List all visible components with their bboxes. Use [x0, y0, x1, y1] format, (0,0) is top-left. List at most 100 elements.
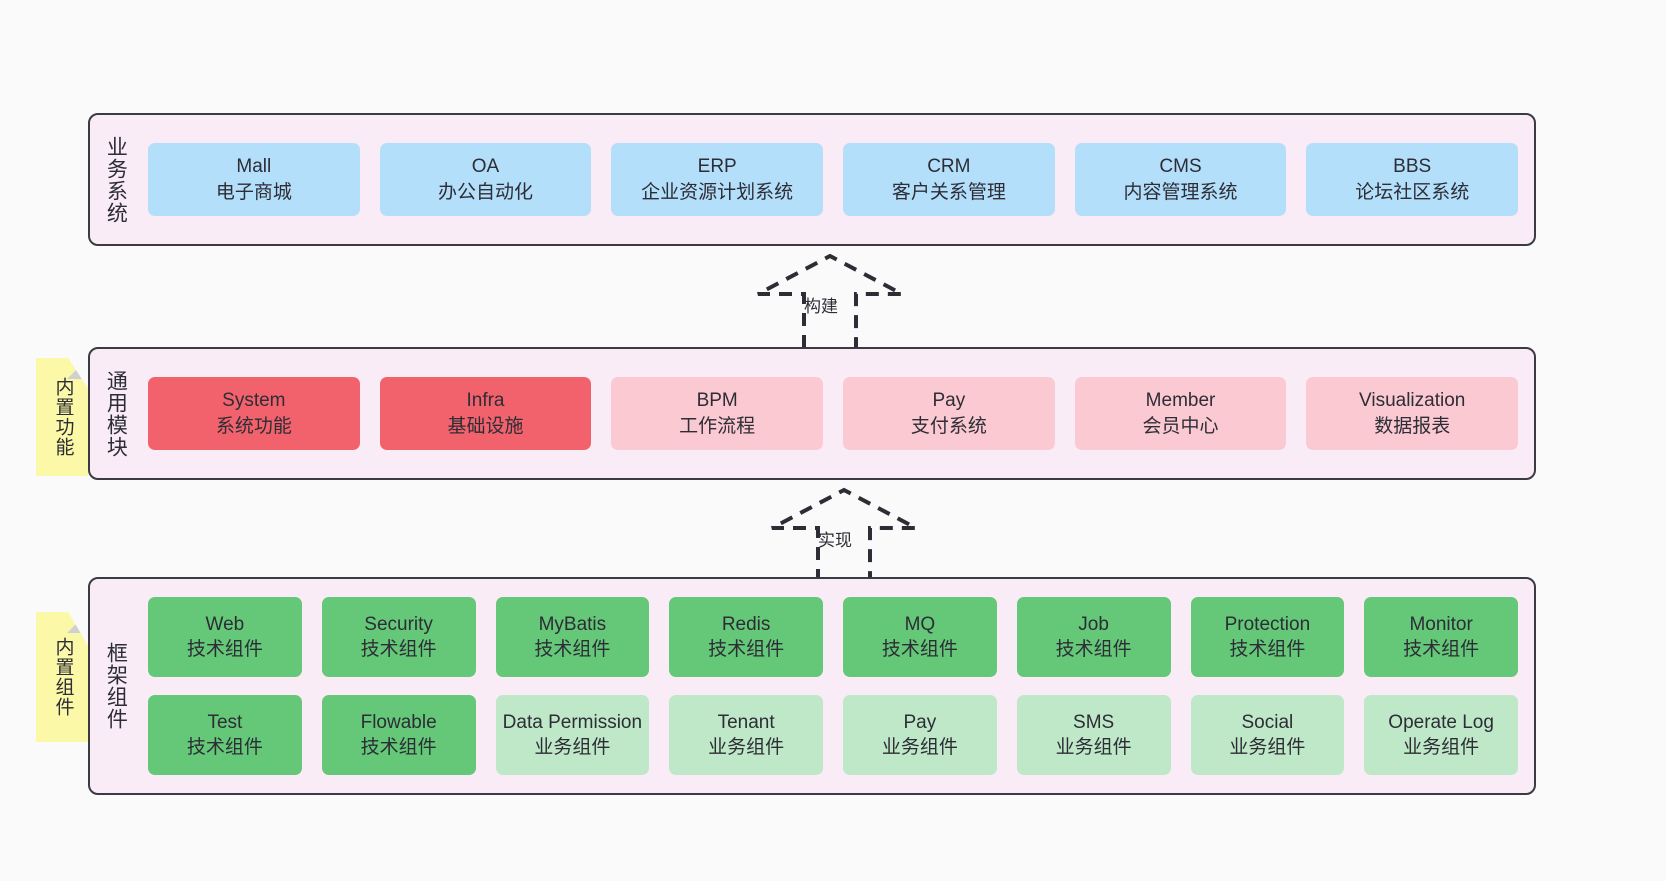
card-crm[interactable]: CRM 客户关系管理: [843, 143, 1055, 216]
card-protection-desc: 技术组件: [1229, 639, 1306, 660]
arrow-implement: 实现: [766, 486, 922, 582]
card-pay-component[interactable]: Pay 业务组件: [843, 695, 997, 775]
card-flowable-desc: 技术组件: [360, 737, 437, 758]
layer-business-system-body: Mall 电子商城 OA 办公自动化 ERP 企业资源计划系统 CRM 客户关系…: [140, 115, 1534, 244]
sticky-note-builtin-function-label: 内置功能: [52, 377, 74, 457]
sticky-fold-corner-icon: [67, 612, 88, 633]
arrow-build-icon: [757, 253, 903, 348]
card-redis-desc: 技术组件: [708, 639, 785, 660]
card-job-name: Job: [1078, 613, 1109, 635]
sticky-note-builtin-function: 内置功能: [36, 358, 88, 476]
card-mall-name: Mall: [236, 156, 272, 178]
card-mq-desc: 技术组件: [881, 639, 958, 660]
card-bbs-desc: 论坛社区系统: [1355, 181, 1470, 203]
sticky-note-builtin-component: 内置组件: [36, 612, 88, 742]
framework-biz-row: Test 技术组件 Flowable 技术组件 Data Permission …: [148, 695, 1518, 775]
card-mq[interactable]: MQ 技术组件: [843, 597, 997, 677]
card-crm-desc: 客户关系管理: [891, 181, 1006, 203]
layer-common-module-body: System 系统功能 Infra 基础设施 BPM 工作流程 Pay 支付系统…: [140, 349, 1534, 478]
card-social[interactable]: Social 业务组件: [1190, 695, 1345, 775]
card-system[interactable]: System 系统功能: [148, 377, 360, 450]
card-cms-name: CMS: [1159, 156, 1202, 178]
card-tenant-name: Tenant: [717, 711, 775, 733]
card-member-name: Member: [1145, 390, 1216, 412]
card-protection[interactable]: Protection 技术组件: [1190, 597, 1345, 677]
card-visualization-desc: 数据报表: [1374, 415, 1451, 437]
card-infra-desc: 基础设施: [447, 415, 524, 437]
card-operate-log-desc: 业务组件: [1403, 737, 1480, 758]
card-crm-name: CRM: [927, 156, 971, 178]
card-flowable-name: Flowable: [360, 711, 437, 733]
layer-framework-component-title: 框架组件: [104, 642, 128, 730]
card-visualization[interactable]: Visualization 数据报表: [1306, 377, 1519, 450]
sticky-fold-corner-icon: [67, 358, 88, 379]
card-cms-desc: 内容管理系统: [1123, 181, 1238, 203]
card-monitor-name: Monitor: [1409, 613, 1473, 635]
sticky-note-builtin-component-label: 内置组件: [52, 637, 74, 717]
card-infra-name: Infra: [466, 390, 505, 412]
business-card-row: Mall 电子商城 OA 办公自动化 ERP 企业资源计划系统 CRM 客户关系…: [148, 143, 1519, 216]
card-mybatis[interactable]: MyBatis 技术组件: [495, 597, 650, 677]
card-infra[interactable]: Infra 基础设施: [379, 377, 592, 450]
card-social-desc: 业务组件: [1229, 737, 1306, 758]
card-bpm-name: BPM: [696, 390, 738, 412]
layer-common-module: 通用模块 System 系统功能 Infra 基础设施 BPM 工作流程 Pay…: [88, 347, 1536, 480]
card-mq-name: MQ: [904, 613, 936, 635]
card-web[interactable]: Web 技术组件: [148, 597, 302, 677]
card-protection-name: Protection: [1224, 613, 1311, 635]
card-web-name: Web: [205, 613, 245, 635]
layer-framework-component: 框架组件 Web 技术组件 Security 技术组件 MyBatis 技术组件…: [88, 577, 1536, 795]
card-system-name: System: [222, 390, 286, 412]
card-job-desc: 技术组件: [1055, 639, 1132, 660]
card-mall-desc: 电子商城: [215, 181, 292, 203]
card-data-permission-desc: 业务组件: [534, 737, 611, 758]
card-tenant[interactable]: Tenant 业务组件: [669, 695, 823, 775]
card-pay-module-desc: 支付系统: [910, 415, 987, 437]
card-bpm-desc: 工作流程: [679, 415, 756, 437]
card-oa[interactable]: OA 办公自动化: [379, 143, 592, 216]
card-bpm[interactable]: BPM 工作流程: [611, 377, 824, 450]
card-monitor-desc: 技术组件: [1403, 639, 1480, 660]
card-data-permission[interactable]: Data Permission 业务组件: [495, 695, 650, 775]
card-security-desc: 技术组件: [360, 639, 437, 660]
card-bbs-name: BBS: [1393, 156, 1432, 178]
card-job[interactable]: Job 技术组件: [1016, 597, 1171, 677]
card-test-name: Test: [207, 711, 243, 733]
card-data-permission-name: Data Permission: [502, 711, 643, 733]
card-web-desc: 技术组件: [186, 639, 263, 660]
layer-business-system-title: 业务系统: [104, 135, 128, 224]
card-social-name: Social: [1241, 711, 1294, 733]
card-security[interactable]: Security 技术组件: [321, 597, 476, 677]
card-erp-desc: 企业资源计划系统: [641, 181, 794, 203]
card-test[interactable]: Test 技术组件: [148, 695, 302, 775]
card-erp[interactable]: ERP 企业资源计划系统: [611, 143, 824, 216]
card-cms[interactable]: CMS 内容管理系统: [1074, 143, 1287, 216]
arrow-implement-label: 实现: [818, 531, 852, 550]
card-system-desc: 系统功能: [215, 415, 292, 437]
card-member[interactable]: Member 会员中心: [1074, 377, 1287, 450]
card-pay-module[interactable]: Pay 支付系统: [843, 377, 1055, 450]
card-bbs[interactable]: BBS 论坛社区系统: [1306, 143, 1519, 216]
card-flowable[interactable]: Flowable 技术组件: [321, 695, 476, 775]
card-redis[interactable]: Redis 技术组件: [669, 597, 823, 677]
card-erp-name: ERP: [697, 156, 737, 178]
card-mall[interactable]: Mall 电子商城: [148, 143, 360, 216]
card-redis-name: Redis: [721, 613, 771, 635]
arrow-implement-icon: [771, 487, 917, 582]
card-sms[interactable]: SMS 业务组件: [1016, 695, 1171, 775]
layer-framework-component-body: Web 技术组件 Security 技术组件 MyBatis 技术组件 Redi…: [140, 579, 1534, 793]
layer-common-module-title: 通用模块: [104, 369, 128, 458]
card-security-name: Security: [364, 613, 433, 635]
card-member-desc: 会员中心: [1142, 415, 1219, 437]
card-visualization-name: Visualization: [1359, 390, 1466, 412]
card-monitor[interactable]: Monitor 技术组件: [1364, 597, 1518, 677]
card-test-desc: 技术组件: [186, 737, 263, 758]
common-card-row: System 系统功能 Infra 基础设施 BPM 工作流程 Pay 支付系统…: [148, 377, 1519, 450]
card-mybatis-name: MyBatis: [538, 613, 607, 635]
card-oa-name: OA: [471, 156, 500, 178]
card-operate-log[interactable]: Operate Log 业务组件: [1364, 695, 1518, 775]
card-sms-desc: 业务组件: [1055, 737, 1132, 758]
layer-business-system: 业务系统 Mall 电子商城 OA 办公自动化 ERP 企业资源计划系统 CRM…: [88, 113, 1536, 246]
card-sms-name: SMS: [1073, 711, 1115, 733]
